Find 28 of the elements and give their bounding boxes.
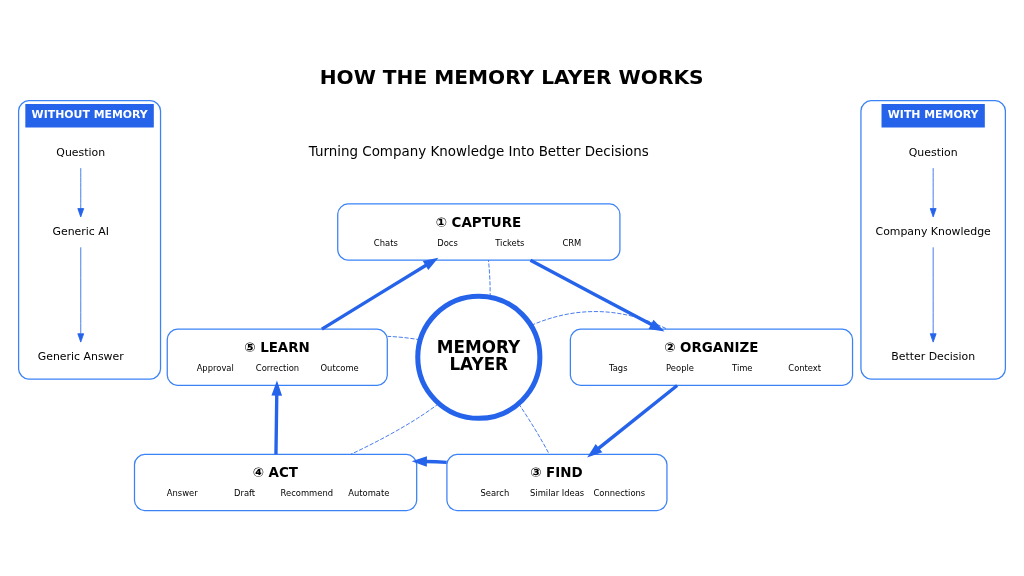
arrow bbox=[77, 167, 85, 218]
node-circle: MEMORY LAYER bbox=[415, 293, 543, 421]
arrow bbox=[929, 246, 937, 343]
node-text: Better Decision bbox=[891, 350, 976, 364]
node-text: Company Knowledge bbox=[875, 224, 991, 238]
node-box: ① CAPTURE Chats Docs Tickets CRM bbox=[337, 203, 621, 261]
connector bbox=[387, 335, 421, 341]
node-box: ② ORGANIZE Tags People Time Context bbox=[569, 328, 854, 387]
node-text: Generic Answer bbox=[37, 350, 124, 364]
arrow bbox=[77, 246, 85, 343]
node-text: Generic AI bbox=[52, 224, 109, 238]
node-box: ③ FIND Search Similar Ideas Connections bbox=[446, 453, 668, 512]
connector bbox=[350, 403, 440, 455]
arrow bbox=[411, 456, 447, 467]
node-text: Question bbox=[56, 145, 106, 159]
connector bbox=[518, 403, 550, 455]
diagram-title: HOW THE MEMORY LAYER WORKS bbox=[319, 65, 704, 89]
label: Turning Company Knowledge Into Better Decisions bbox=[308, 143, 649, 159]
arrow bbox=[587, 384, 679, 458]
node-box: ⑤ LEARN Approval Correction Outcome bbox=[166, 328, 388, 387]
arrow bbox=[271, 380, 283, 455]
connector bbox=[530, 311, 668, 330]
arrow bbox=[321, 257, 439, 331]
arrow bbox=[929, 167, 937, 218]
arrow bbox=[529, 258, 665, 332]
node-text: Question bbox=[908, 145, 958, 159]
node-box: ④ ACT Answer Draft Recommend Automate bbox=[133, 453, 418, 512]
connector bbox=[488, 259, 491, 298]
